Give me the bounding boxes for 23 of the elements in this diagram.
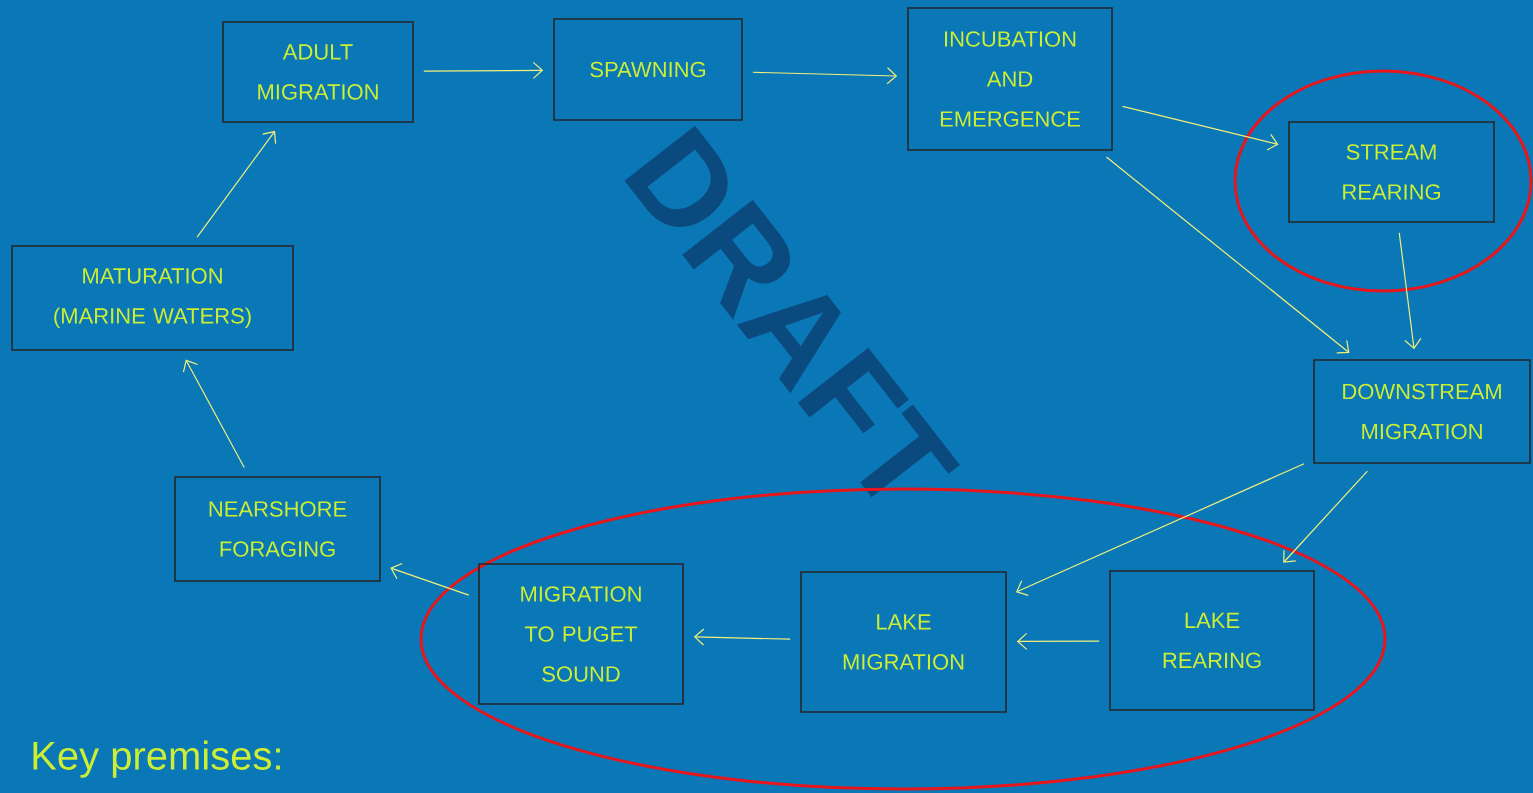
arrow: [182, 359, 245, 469]
process-box: LAKE MIGRATION: [800, 571, 1007, 713]
arrow: [1015, 463, 1305, 597]
process-box: DOWNSTREAM MIGRATION: [1313, 359, 1531, 464]
arrow: [390, 562, 470, 596]
arrow: [423, 61, 544, 79]
process-box: LAKE REARING: [1109, 570, 1315, 711]
arrow: [1121, 105, 1279, 151]
process-box: SPAWNING: [553, 18, 743, 121]
process-box: MATURATION (MARINE WATERS): [11, 245, 294, 351]
process-box: STREAM REARING: [1288, 121, 1495, 223]
process-box: ADULT MIGRATION: [222, 21, 414, 123]
arrow: [1398, 232, 1422, 350]
arrow: [693, 628, 791, 646]
arrow: [1016, 632, 1100, 650]
arrow: [196, 130, 277, 238]
process-box: INCUBATION AND EMERGENCE: [907, 7, 1113, 151]
process-box: NEARSHORE FORAGING: [174, 476, 381, 582]
arrow: [1105, 156, 1350, 354]
process-box: MIGRATION TO PUGET SOUND: [478, 563, 684, 705]
arrow: [1283, 470, 1368, 563]
heading-text: Key premises:: [33, 740, 280, 778]
arrow: [752, 67, 898, 85]
